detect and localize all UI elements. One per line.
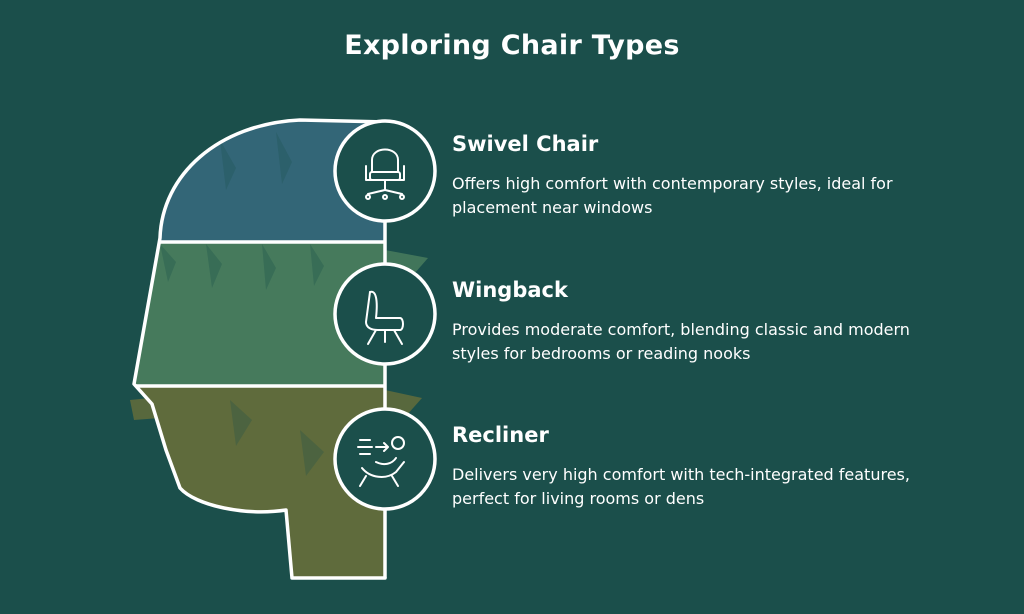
item-title: Recliner (452, 423, 549, 447)
item-recliner: Recliner Delivers very high comfort with… (452, 423, 972, 511)
head-outline (132, 118, 387, 580)
item-title: Swivel Chair (452, 132, 599, 156)
recliner-icon (357, 436, 405, 487)
item-description: Provides moderate comfort, blending clas… (452, 320, 910, 364)
icon-circle-2 (333, 262, 437, 366)
wingback-chair-icon (365, 290, 404, 345)
swivel-chair-icon (365, 148, 405, 200)
item-description: Offers high comfort with contemporary st… (452, 174, 893, 218)
icon-circle-3 (333, 407, 437, 511)
item-swivel-chair: Swivel Chair Offers high comfort with co… (452, 132, 972, 220)
item-title: Wingback (452, 278, 568, 302)
item-wingback: Wingback Provides moderate comfort, blen… (452, 278, 972, 366)
item-description: Delivers very high comfort with tech-int… (452, 465, 910, 509)
page-title: Exploring Chair Types (344, 30, 680, 61)
